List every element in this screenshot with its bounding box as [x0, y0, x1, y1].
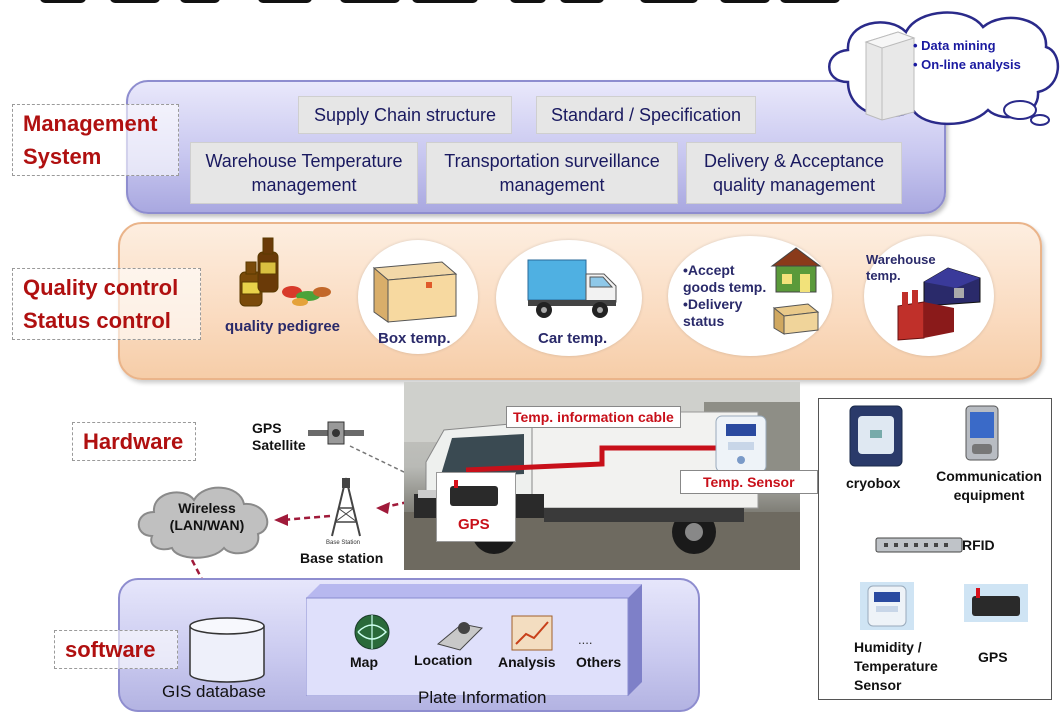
delivery-acceptance-line2: quality management — [712, 175, 876, 195]
plate-information-text: Plate Information — [418, 688, 547, 707]
cloud-text: • Data mining • On-line analysis — [913, 36, 1021, 74]
map-globe-icon — [354, 614, 390, 650]
delivery-line2: status — [683, 313, 725, 329]
title-fragment — [40, 0, 940, 32]
base-station-text: Base station — [300, 550, 384, 566]
temp-info-cable-label: Temp. information cable — [506, 406, 681, 428]
box-icon — [372, 261, 458, 323]
humidity-line3: Sensor — [854, 677, 902, 693]
shop-icon — [770, 247, 822, 335]
gps-box — [436, 472, 516, 542]
wireless-text: Wireless (LAN/WAN) — [162, 500, 252, 534]
hardware-label-text: Hardware — [83, 429, 184, 454]
gps-satellite-line1: GPS — [252, 420, 282, 436]
wireless-line1: Wireless — [178, 500, 236, 516]
humidity-line1: Humidity / — [854, 639, 922, 655]
factory-icon — [897, 267, 981, 341]
delivery-acceptance-box: Delivery & Acceptance quality management — [686, 142, 902, 204]
humidity-sensor-text: Humidity / Temperature Sensor — [854, 638, 938, 695]
software-label: software — [54, 630, 178, 669]
transportation-surveillance-line2: management — [499, 175, 605, 195]
delivery-line1: •Delivery — [683, 296, 743, 312]
management-system-label: Management System — [12, 104, 179, 176]
temp-info-cable — [465, 445, 722, 473]
pda-icon — [965, 405, 999, 461]
temp-sensor-label: Temp. Sensor — [680, 470, 818, 494]
cryobox-text: cryobox — [846, 475, 901, 491]
management-label-line1: Management — [23, 111, 158, 136]
wireless-cloud-icon — [137, 486, 269, 559]
warehouse-line1: Warehouse — [866, 252, 936, 267]
gps-device-icon — [450, 480, 498, 506]
location-icon — [436, 622, 484, 651]
truck-icon — [527, 259, 617, 318]
warehouse-temp-text: Warehouse temp. — [866, 252, 936, 284]
gps-box-text: GPS — [458, 516, 490, 533]
accept-line1: •Accept — [683, 262, 735, 278]
base-station-small-text: Base Station — [326, 540, 361, 546]
transportation-surveillance-box: Transportation surveillance management — [426, 142, 678, 204]
accept-delivery-text: •Accept goods temp. •Delivery status — [683, 262, 766, 330]
analysis-chart-icon — [511, 615, 553, 651]
warehouse-temperature-line2: management — [251, 175, 357, 195]
server-icon — [864, 31, 916, 121]
gps-satellite-line2: Satellite — [252, 437, 306, 453]
management-label-line2: System — [23, 144, 102, 169]
quality-status-label: Quality control Status control — [12, 268, 201, 340]
supply-chain-structure-text: Supply Chain structure — [313, 105, 497, 125]
warehouse-temperature-line1: Warehouse Temperature — [205, 151, 403, 171]
humidity-line2: Temperature — [854, 658, 938, 674]
rfid-reader-icon — [875, 537, 963, 553]
standard-specification-text: Standard / Specification — [550, 105, 742, 125]
cloud-item-online-analysis: • On-line analysis — [913, 57, 1021, 72]
comm-line2: equipment — [953, 487, 1025, 503]
supply-chain-structure-box: Supply Chain structure — [298, 96, 512, 134]
gps-satellite-text: GPS Satellite — [252, 420, 306, 454]
temp-sensor-device-icon — [715, 415, 767, 473]
quality-pedigree-text: quality pedigree — [225, 318, 341, 335]
others-dots: .... — [578, 632, 593, 647]
standard-specification-box: Standard / Specification — [536, 96, 756, 134]
bottles-food-icon — [239, 237, 331, 307]
communication-equipment-text: Communication equipment — [934, 467, 1044, 505]
warehouse-temperature-box: Warehouse Temperature management — [190, 142, 418, 204]
software-label-text: software — [65, 637, 156, 662]
rfid-text: RFID — [962, 537, 995, 553]
quality-label-line2: Status control — [23, 308, 171, 333]
plate-information-box — [306, 584, 642, 696]
transportation-surveillance-line1: Transportation surveillance — [444, 151, 660, 171]
warehouse-line2: temp. — [866, 268, 901, 283]
cloud-icon — [828, 11, 1060, 126]
map-text: Map — [350, 654, 378, 670]
box-temp-text: Box temp. — [378, 330, 451, 347]
gis-database-text: GIS database — [162, 682, 266, 701]
gps-unit-text: GPS — [978, 649, 1008, 665]
gps-unit-icon — [964, 584, 1028, 622]
analysis-text: Analysis — [498, 654, 556, 670]
wireless-line2: (LAN/WAN) — [169, 517, 245, 533]
accept-line2: goods temp. — [683, 279, 767, 295]
open-box-icon — [772, 303, 820, 335]
satellite-icon — [308, 421, 364, 445]
quality-label-line1: Quality control — [23, 275, 179, 300]
title-fragment-glyphs — [40, 0, 840, 3]
gis-database-icon — [189, 617, 265, 683]
car-temp-text: Car temp. — [538, 330, 608, 347]
base-station-tower-icon — [331, 477, 361, 537]
location-text: Location — [414, 652, 473, 668]
comm-line1: Communication — [936, 468, 1042, 484]
humidity-sensor-icon — [860, 582, 914, 630]
delivery-acceptance-line1: Delivery & Acceptance — [703, 151, 885, 171]
cloud-item-data-mining: • Data mining — [913, 38, 996, 53]
cryobox-icon — [849, 405, 903, 467]
others-text: Others — [576, 654, 622, 670]
hardware-label: Hardware — [72, 422, 196, 461]
